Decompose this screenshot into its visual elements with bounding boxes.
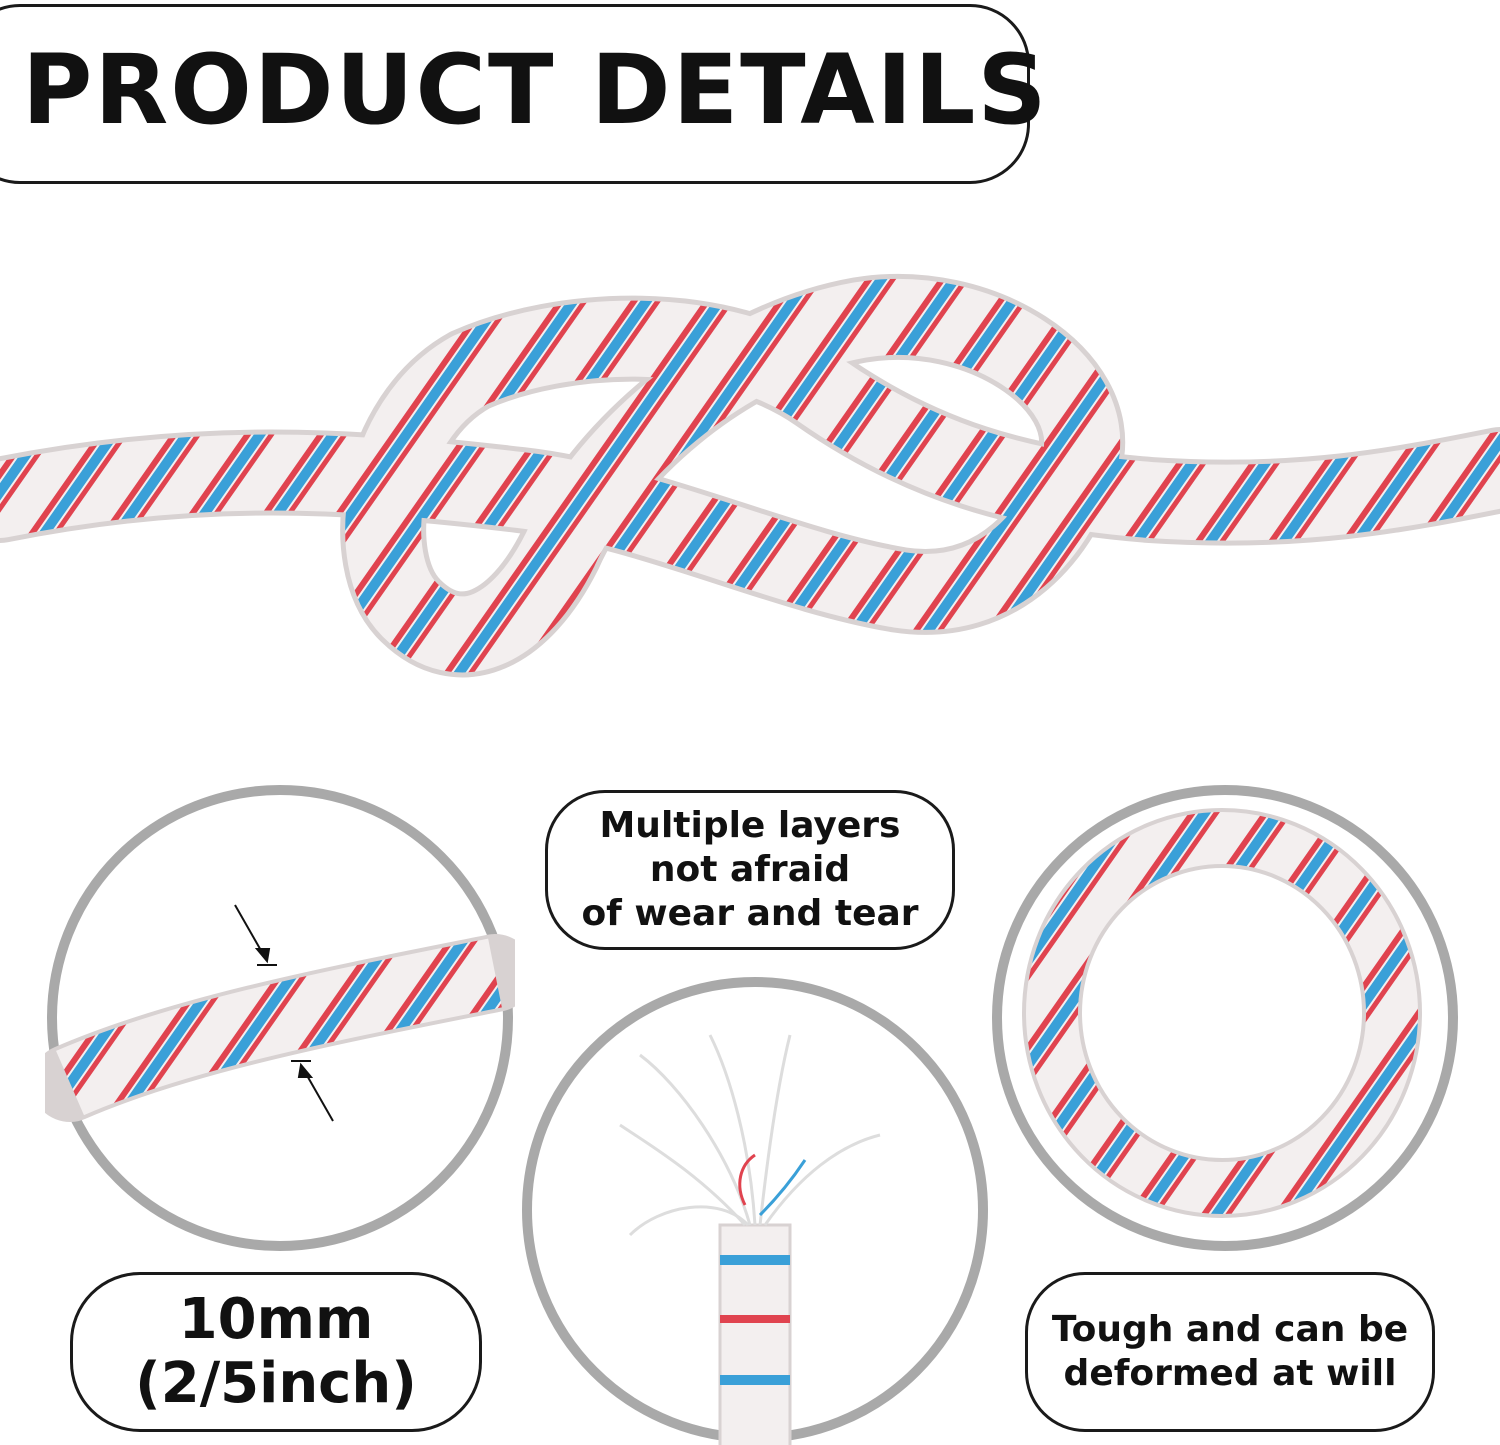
frayed-end-circle	[522, 977, 988, 1445]
measure-arrow-icon	[234, 904, 334, 1122]
tough-callout-text: Tough and can be deformed at will	[1051, 1309, 1409, 1394]
diameter-callout-text: 10mm (2/5inch)	[135, 1287, 417, 1416]
rope-segment-image	[45, 934, 515, 1122]
tough-callout: Tough and can be deformed at will	[1025, 1272, 1435, 1432]
layers-callout-text: Multiple layers not afraid of wear and t…	[581, 805, 919, 934]
diameter-callout: 10mm (2/5inch)	[70, 1272, 482, 1432]
page-title: PRODUCT DETAILS	[22, 34, 1049, 146]
loop-circle	[992, 785, 1458, 1251]
rope-knot-image	[0, 273, 1500, 678]
layers-callout: Multiple layers not afraid of wear and t…	[545, 790, 955, 950]
diameter-circle	[45, 785, 515, 1251]
rope-loop-image	[1022, 808, 1422, 1218]
title-banner	[0, 4, 1030, 184]
rope-end-image	[619, 1034, 881, 1445]
